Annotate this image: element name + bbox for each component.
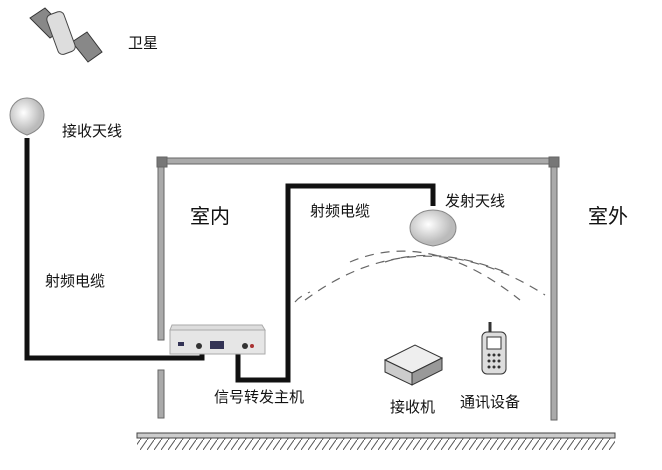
- receive-antenna-icon: [9, 97, 45, 136]
- indoor-label: 室内: [190, 204, 230, 228]
- receive-antenna-label: 接收天线: [62, 122, 123, 140]
- satellite-icon: [29, 7, 103, 63]
- receiver-label: 接收机: [390, 398, 436, 416]
- ground: [136, 432, 616, 450]
- room-walls: [156, 156, 560, 421]
- rf-cable-right: [235, 183, 436, 383]
- signal-waves: [294, 250, 546, 303]
- comm-device-label: 通讯设备: [460, 393, 521, 411]
- outdoor-label: 室外: [588, 204, 628, 228]
- communication-device-icon: [481, 322, 507, 375]
- repeater-host-label: 信号转发主机: [214, 388, 305, 406]
- rf-cable-right-label: 射频电缆: [310, 202, 371, 220]
- receiver-icon: [383, 344, 444, 386]
- repeater-host-icon: [169, 324, 266, 355]
- rf-cable-left-label: 射频电缆: [45, 272, 106, 290]
- transmit-antenna-icon: [409, 209, 457, 247]
- satellite-label: 卫星: [128, 34, 159, 52]
- transmit-antenna-label: 发射天线: [445, 192, 506, 210]
